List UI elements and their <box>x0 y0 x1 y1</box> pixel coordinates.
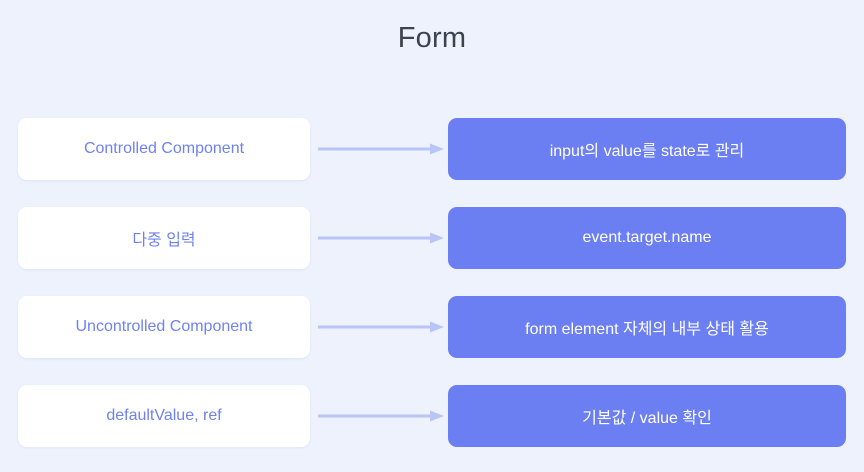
right-card-label: 기본값 / value 확인 <box>582 410 712 427</box>
diagram-row: 다중 입력 event.target.name <box>0 199 864 288</box>
right-card-4[interactable]: 기본값 / value 확인 <box>448 385 846 447</box>
left-card-label: defaultValue, ref <box>106 407 222 424</box>
diagram-row: defaultValue, ref 기본값 / value 확인 <box>0 377 864 466</box>
diagram-row: Uncontrolled Component form element 자체의 … <box>0 288 864 377</box>
right-card-1[interactable]: input의 value를 state로 관리 <box>448 118 846 180</box>
left-card-1[interactable]: Controlled Component <box>18 118 310 180</box>
arrow-right-icon <box>318 232 444 244</box>
arrow-right-icon <box>318 410 444 422</box>
right-card-label: form element 자체의 내부 상태 활용 <box>525 321 769 338</box>
right-card-label: event.target.name <box>582 229 712 246</box>
page-title: Form <box>397 22 467 54</box>
diagram-rows: Controlled Component input의 value를 state… <box>0 110 864 466</box>
arrow-right-icon <box>318 321 444 333</box>
left-card-label: Controlled Component <box>83 140 245 157</box>
left-card-label: Uncontrolled Component <box>75 318 253 335</box>
left-card-label: 다중 입력 <box>132 232 196 249</box>
left-card-2[interactable]: 다중 입력 <box>18 207 310 269</box>
arrow-right-icon <box>318 143 444 155</box>
right-card-label: input의 value를 state로 관리 <box>549 143 745 160</box>
diagram-row: Controlled Component input의 value를 state… <box>0 110 864 199</box>
right-card-2[interactable]: event.target.name <box>448 207 846 269</box>
left-card-4[interactable]: defaultValue, ref <box>18 385 310 447</box>
left-card-3[interactable]: Uncontrolled Component <box>18 296 310 358</box>
right-card-3[interactable]: form element 자체의 내부 상태 활용 <box>448 296 846 358</box>
